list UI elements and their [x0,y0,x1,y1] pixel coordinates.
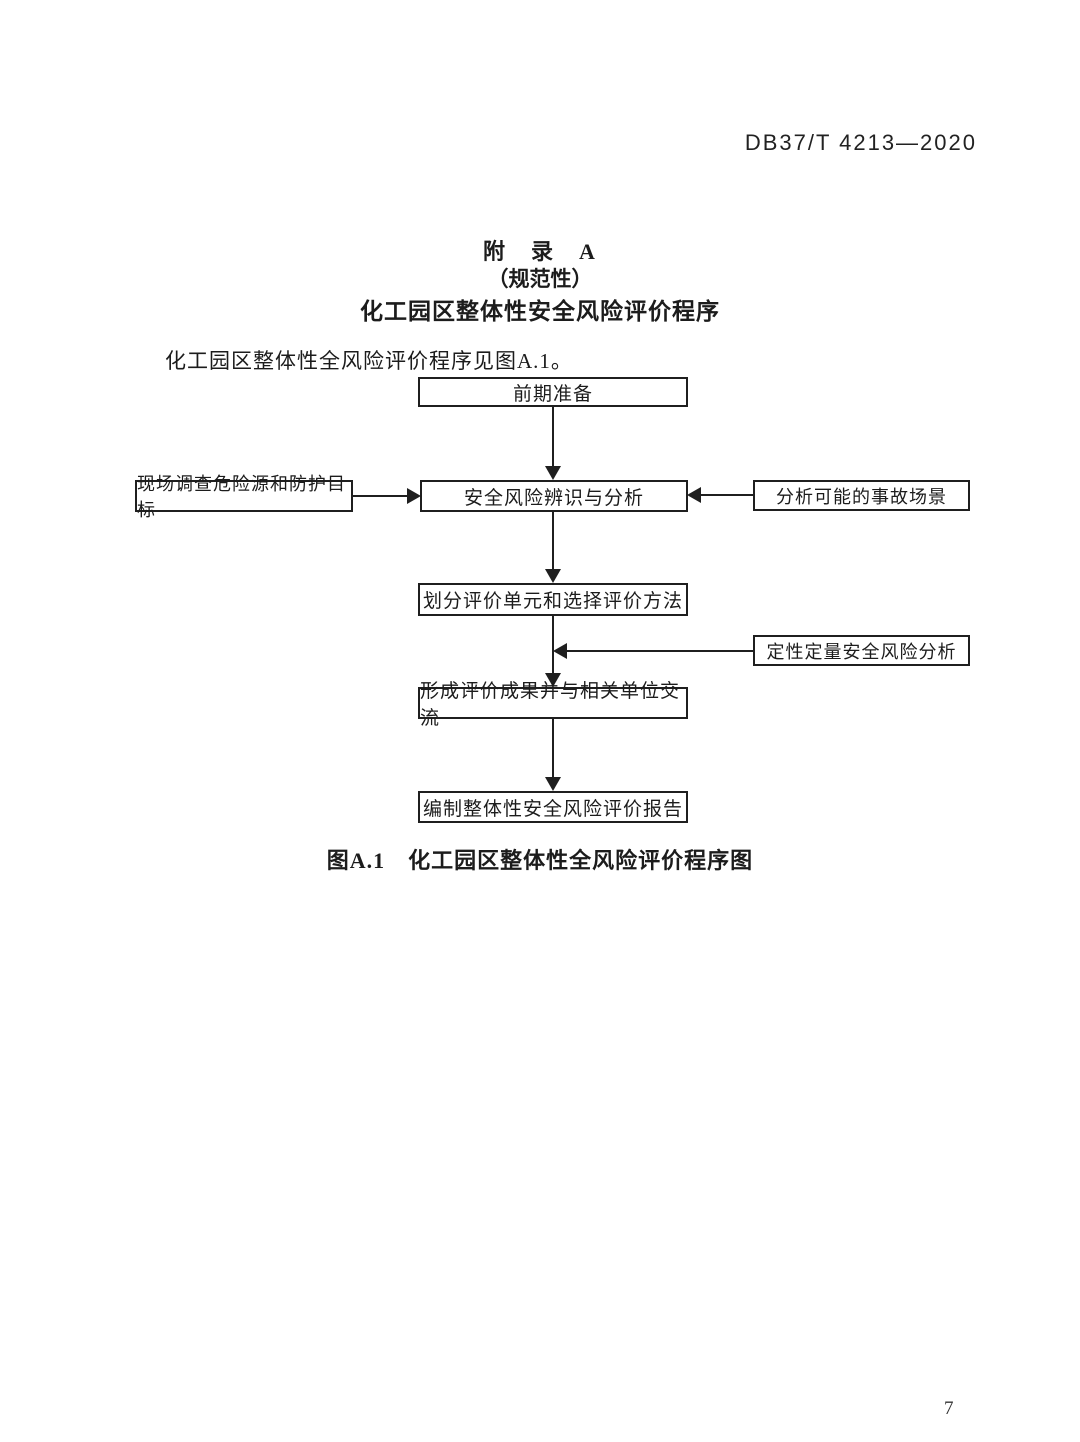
flowchart-box-preparation: 前期准备 [418,377,688,407]
figure-caption: 图A.1 化工园区整体性全风险评价程序图 [326,848,754,873]
arrow-left-icon [687,487,701,503]
arrow-down-icon [545,673,561,687]
connector-line [566,650,753,652]
connector-line [552,407,554,468]
connector-line [552,512,554,571]
flowchart-box-qualitative-quantitative: 定性定量安全风险分析 [753,635,970,666]
flowchart-box-unit-division: 划分评价单元和选择评价方法 [418,583,688,616]
arrow-down-icon [545,777,561,791]
flowchart-box-results-exchange: 形成评价成果并与相关单位交流 [418,681,688,729]
arrow-left-icon [553,643,567,659]
arrow-right-icon [407,488,421,504]
intro-paragraph: 化工园区整体性全风险评价程序见图A.1。 [165,349,573,373]
flowchart-box-identification: 安全风险辨识与分析 [420,480,688,512]
standard-number-header: DB37/T 4213—2020 [744,130,977,155]
appendix-subtitle: 化工园区整体性安全风险评价程序 [360,299,720,324]
connector-line [700,494,753,496]
flowchart-box-report: 编制整体性安全风险评价报告 [418,791,688,823]
flowchart-box-site-survey: 现场调查危险源和防护目标 [135,474,353,520]
arrow-down-icon [545,466,561,480]
appendix-normative-label: （规范性） [487,267,593,291]
connector-line [552,719,554,779]
flowchart-box-accident-scenarios: 分析可能的事故场景 [753,480,970,511]
connector-line [353,495,409,497]
arrow-down-icon [545,569,561,583]
appendix-title: 附 录 A [483,239,597,264]
page-number: 7 [944,1398,954,1419]
